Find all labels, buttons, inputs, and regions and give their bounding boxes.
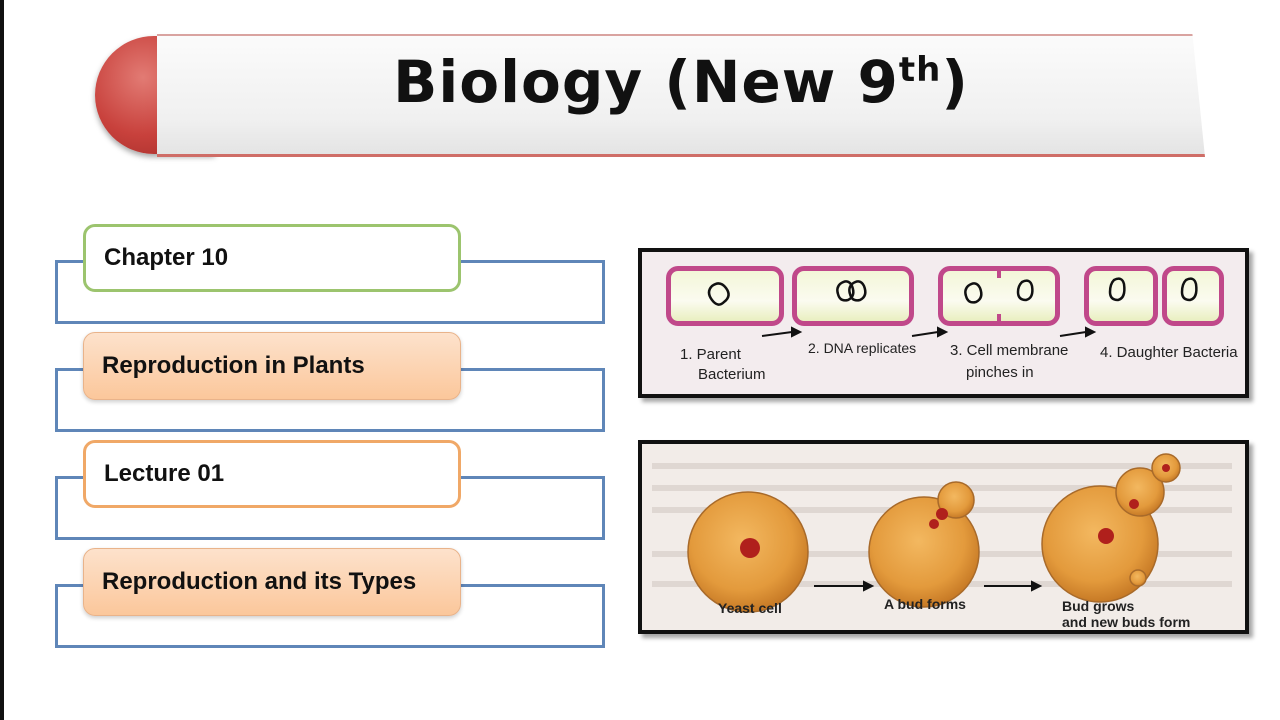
dna-blob	[848, 280, 867, 302]
first-bud	[937, 481, 975, 519]
parent-bacterium-cell	[666, 266, 784, 326]
arrows	[761, 326, 1097, 338]
step1-line1: 1. Parent	[680, 346, 741, 363]
yeast-nucleus	[740, 538, 760, 558]
budding-nucleus	[936, 508, 948, 520]
new-bud-small	[1129, 569, 1147, 587]
arrow	[761, 331, 793, 337]
daughter-cell-right	[1162, 266, 1224, 326]
bud-forms-label: A bud forms	[884, 596, 966, 612]
title-banner: Biology (New 9th)	[95, 30, 1210, 160]
dna-blob	[1108, 277, 1126, 302]
new-buds-label: and new buds form	[1062, 614, 1191, 630]
nucleus	[1129, 499, 1139, 509]
list-item-topic: Reproduction in Plants	[55, 332, 605, 432]
lecture-label: Lecture 01	[83, 440, 461, 508]
list-item-lecture: Lecture 01	[55, 440, 605, 540]
grown-bud	[1115, 467, 1165, 517]
binary-fission-image: 1. Parent Bacterium 2. DNA replicates 3.…	[638, 248, 1249, 398]
step4-label: 4. Daughter Bacteria	[1100, 344, 1238, 361]
subtopic-label: Reproduction and its Types	[83, 548, 461, 616]
budding-arrows	[814, 580, 1043, 592]
arrowhead	[937, 326, 949, 338]
budding-cell	[868, 496, 980, 608]
step2-label: 2. DNA replicates	[808, 340, 917, 356]
dna-blob	[1016, 279, 1034, 302]
arrow	[1059, 331, 1087, 337]
nucleus	[1098, 528, 1114, 544]
budding-drawing	[652, 453, 1232, 613]
budding-nucleus	[929, 519, 939, 529]
page-title: Biology (New 9th)	[393, 48, 969, 116]
dna-blob	[964, 282, 983, 304]
arrowhead	[863, 580, 875, 592]
left-edge-bar	[0, 0, 4, 720]
chapter-label: Chapter 10	[83, 224, 461, 292]
step1-line2: Bacterium	[698, 366, 766, 383]
bud-grows-label: Bud grows	[1062, 598, 1135, 614]
mother-cell	[1041, 485, 1159, 603]
yeast-budding-image: Yeast cell A bud forms Bud grows and new…	[638, 440, 1249, 634]
arrow	[911, 331, 939, 337]
binary-fission-drawing	[707, 266, 1198, 338]
banner-bar	[157, 34, 1205, 157]
dna-blob	[707, 282, 730, 306]
arrowhead	[1085, 326, 1097, 338]
list-item-chapter: Chapter 10	[55, 224, 605, 324]
dna-blob	[836, 280, 855, 302]
dna-blob	[1180, 277, 1198, 302]
step3-line1: 3. Cell membrane	[950, 342, 1069, 359]
topic-label: Reproduction in Plants	[83, 332, 461, 400]
daughter-cell-left	[1084, 266, 1158, 326]
nucleus	[1162, 464, 1170, 472]
list-item-subtopic: Reproduction and its Types	[55, 548, 605, 648]
step3-line2: pinches in	[966, 364, 1034, 381]
arrowhead	[791, 326, 803, 338]
arrowhead	[1031, 580, 1043, 592]
yeast-cell-label: Yeast cell	[718, 600, 782, 616]
